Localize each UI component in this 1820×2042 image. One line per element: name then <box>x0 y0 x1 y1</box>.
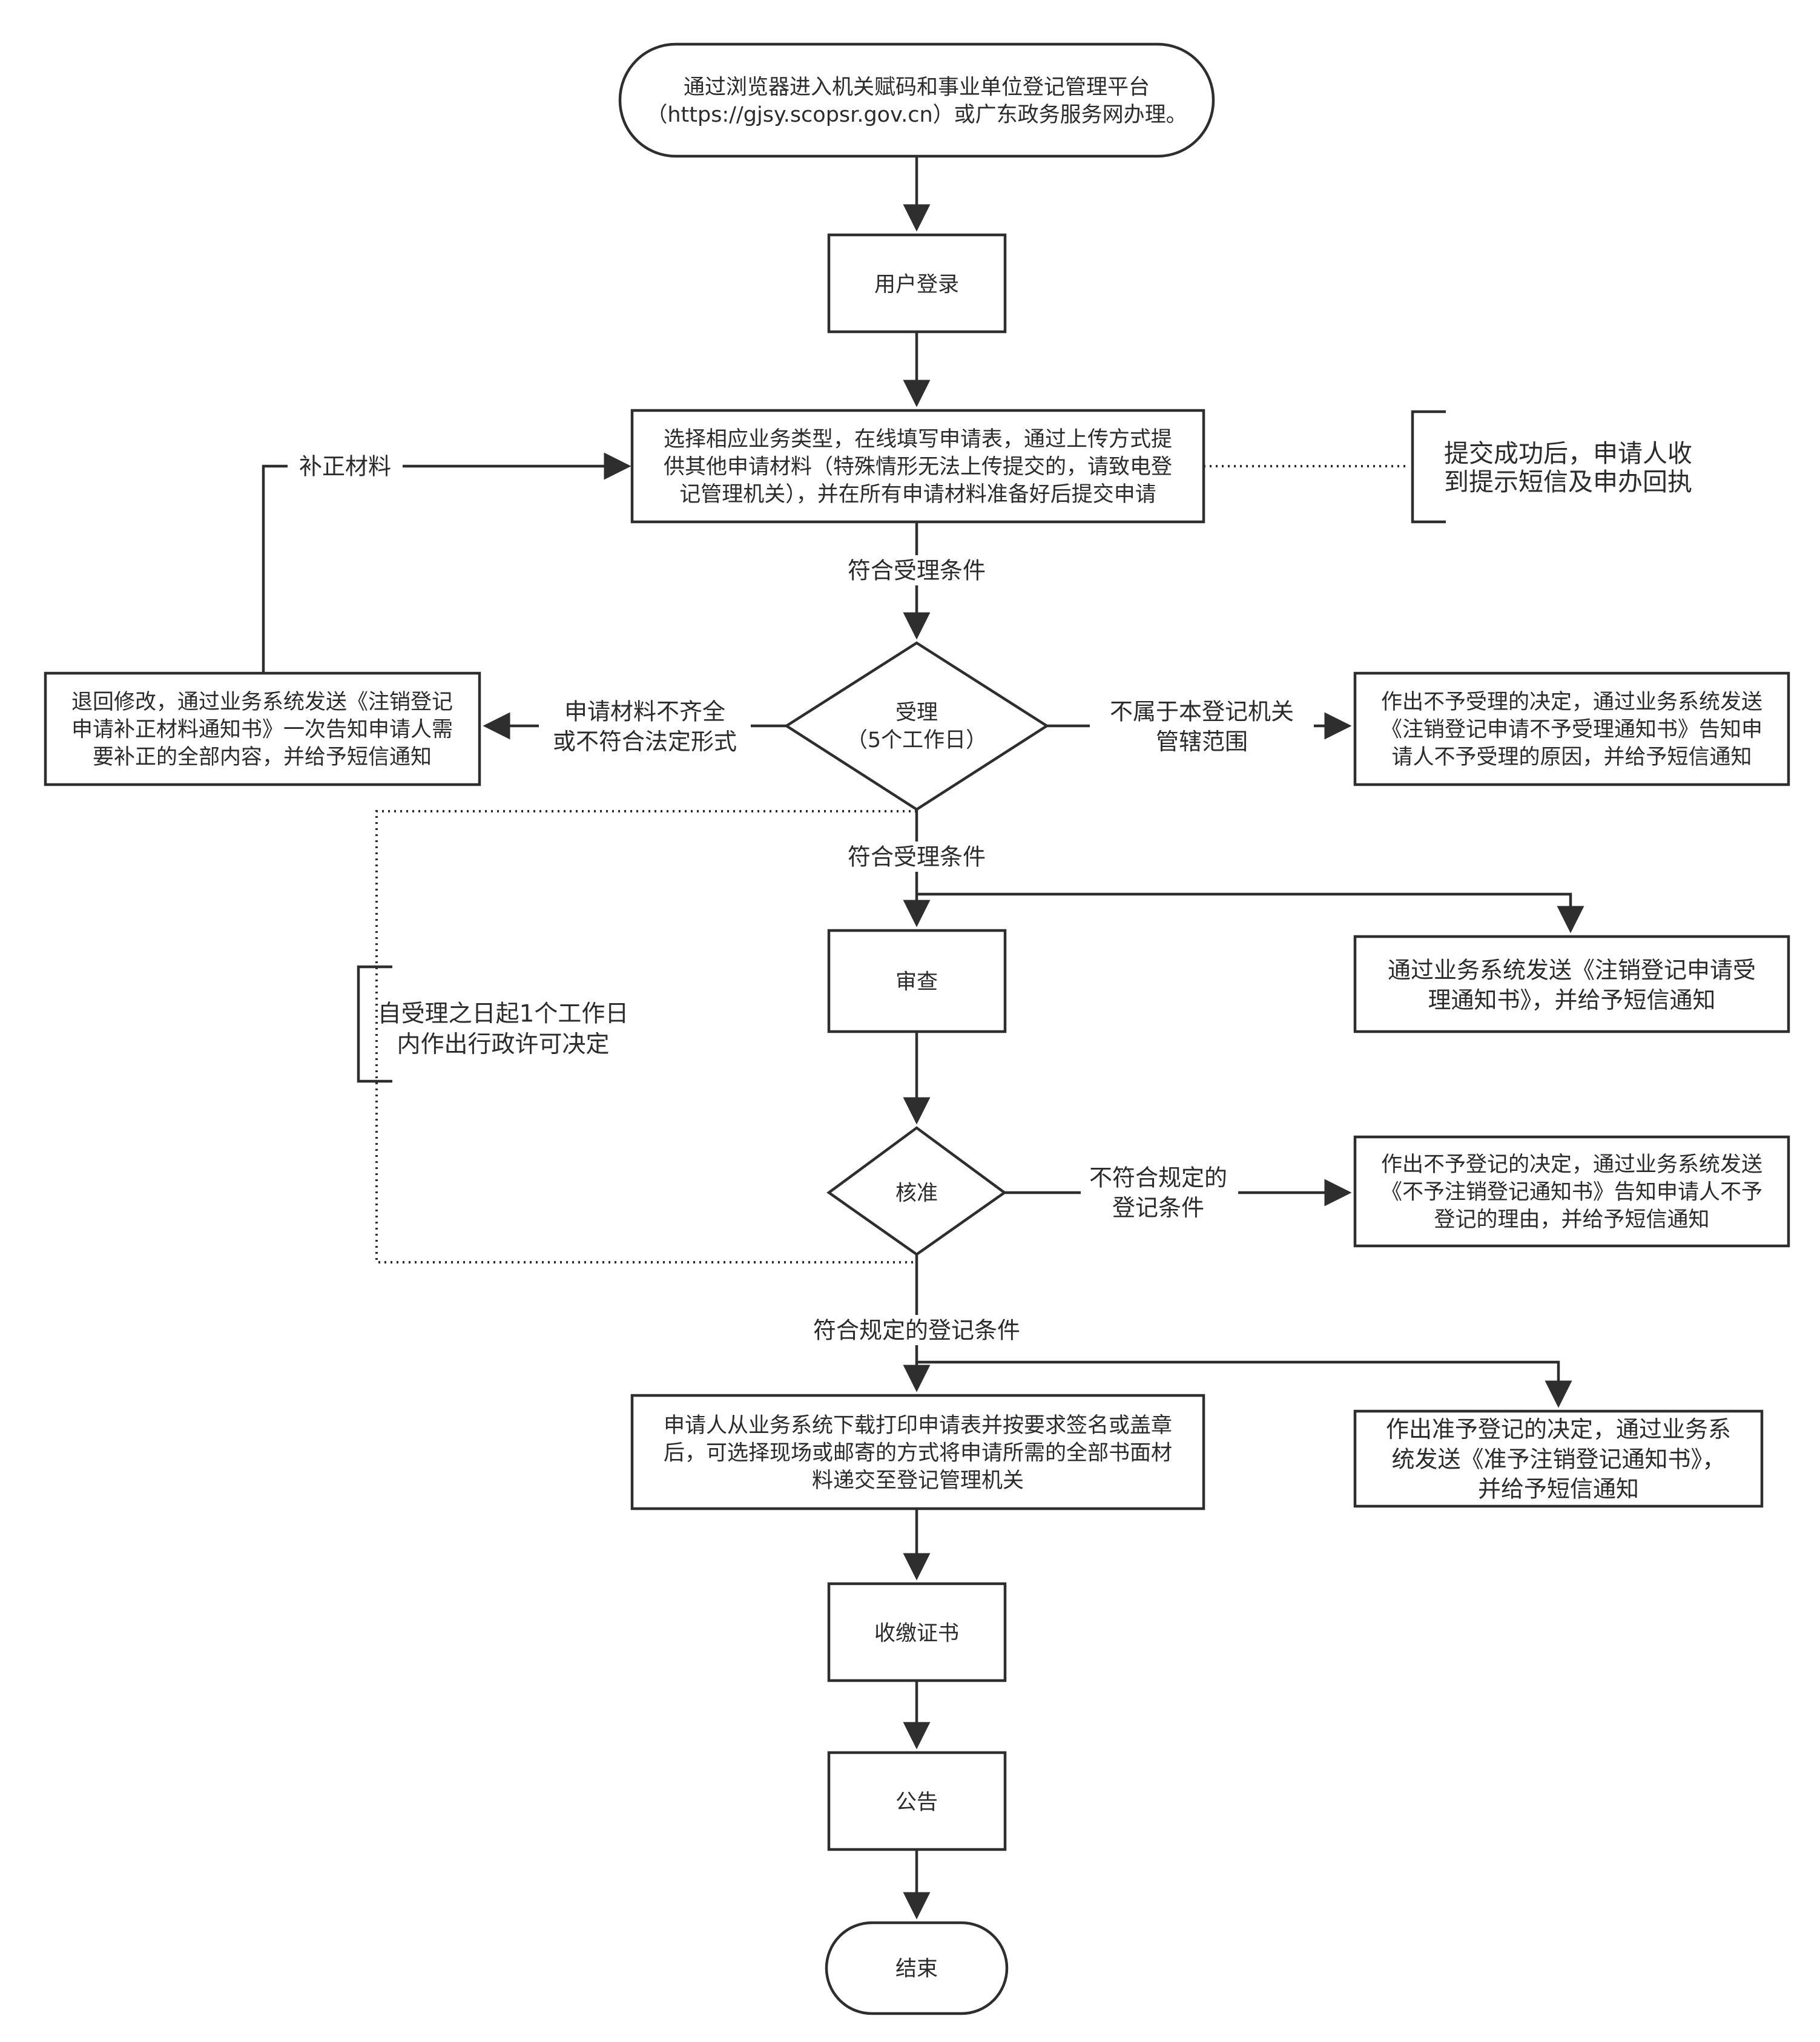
deny-registration-box <box>1353 1135 1790 1248</box>
collect-certificate-text: 收缴证书 <box>874 1621 959 1645</box>
review-box <box>827 929 1007 1033</box>
reject-acceptance-text-line: 请人不予受理的原因，并给予短信通知 <box>1391 745 1752 769</box>
start-text-line: 通过浏览器进入机关赋码和事业单位登记管理平台 <box>684 76 1150 100</box>
deny-registration-text: 作出不予登记的决定，通过业务系统发送《不予注销登记通知书》告知申请人不予登记的理… <box>1381 1153 1762 1232</box>
edge-branch-grant-registration <box>917 1360 1572 1408</box>
time-limit-text: 自受理之日起1个工作日内作出行政许可决定 <box>378 1000 629 1058</box>
submit-note-text: 提交成功后，申请人收到提示短信及申办回执 <box>1444 439 1692 496</box>
edge-supplement-loop <box>262 452 631 673</box>
acceptance-notice-text-line: 通过业务系统发送《注销登记申请受 <box>1388 957 1756 984</box>
deny-registration-text-line: 登记的理由，并给予短信通知 <box>1434 1208 1709 1232</box>
incomplete-materials-label-line: 申请材料不齐全 <box>564 699 725 725</box>
time-limit-text-line: 自受理之日起1个工作日 <box>378 1000 629 1027</box>
not-meet-conditions-label: 不符合规定的登记条件 <box>1089 1165 1227 1221</box>
incomplete-materials-label-line: 或不符合法定形式 <box>553 728 737 755</box>
submit-note-bracket <box>1411 410 1446 524</box>
collect-certificate-text-line: 收缴证书 <box>874 1621 959 1645</box>
deny-registration-text-line: 《不予注销登记通知书》告知申请人不予 <box>1381 1180 1762 1204</box>
announce-box <box>827 1751 1007 1851</box>
accept-text-line: 受理 <box>895 701 938 725</box>
accept-text: 受理 （5个工作日） <box>846 701 987 753</box>
fill-form-text-line: 选择相应业务类型，在线填写申请表，通过上传方式提 <box>664 427 1172 452</box>
incomplete-materials-label: 申请材料不齐全或不符合法定形式 <box>553 699 737 755</box>
not-meet-conditions-label-line: 不符合规定的 <box>1089 1165 1227 1191</box>
deny-registration-text-line: 作出不予登记的决定，通过业务系统发送 <box>1381 1153 1762 1177</box>
fill-form-text: 选择相应业务类型，在线填写申请表，通过上传方式提供其他申请材料（特殊情形无法上传… <box>664 427 1172 507</box>
dotted-time-limit-range <box>375 810 917 1263</box>
login-text: 用户登录 <box>874 272 959 297</box>
meets-acceptance-label-2: 符合受理条件 <box>848 843 986 870</box>
out-of-jurisdiction-label-line: 管辖范围 <box>1156 728 1248 755</box>
shapes <box>44 42 1790 2015</box>
acceptance-notice-text-line: 理通知书》，并给予短信通知 <box>1428 987 1715 1013</box>
edge-label-texts: 补正材料 符合受理条件 申请材料不齐全或不符合法定形式 不属于本登记机关管辖范围… <box>299 453 1294 1343</box>
end-terminator <box>825 1921 1009 2015</box>
supplement-notice-box <box>44 671 481 786</box>
start-text-line: （https://gjsy.scopsr.gov.cn）或广东政务服务网办理。 <box>646 103 1187 127</box>
meets-acceptance-label-2-line: 符合受理条件 <box>848 843 986 870</box>
print-submit-text-line: 申请人从业务系统下载打印申请表并按要求签名或盖章 <box>664 1414 1172 1438</box>
approve-text-line: 核准 <box>895 1181 938 1205</box>
submit-note-text-line: 到提示短信及申办回执 <box>1444 467 1692 496</box>
grant-registration-text-line: 作出准予登记的决定，通过业务系 <box>1386 1416 1731 1443</box>
end-text-line: 结束 <box>895 1957 938 1981</box>
accept-text-line: （5个工作日） <box>846 728 987 753</box>
fill-form-text-line: 记管理机关），并在所有申请材料准备好后提交申请 <box>679 483 1156 507</box>
print-submit-text-line: 后，可选择现场或邮寄的方式将申请所需的全部书面材 <box>664 1441 1172 1465</box>
supplement-notice-text-line: 退回修改，通过业务系统发送《注销登记 <box>71 690 453 714</box>
end-text: 结束 <box>895 1957 938 1981</box>
meets-registration-label-line: 符合规定的登记条件 <box>813 1317 1020 1343</box>
not-meet-conditions-label-line: 登记条件 <box>1112 1194 1204 1221</box>
out-of-jurisdiction-label-line: 不属于本登记机关 <box>1110 699 1294 725</box>
acceptance-notice-box <box>1353 935 1790 1033</box>
print-submit-text: 申请人从业务系统下载打印申请表并按要求签名或盖章后，可选择现场或邮寄的方式将申请… <box>664 1414 1172 1493</box>
print-submit-text-line: 料递交至登记管理机关 <box>812 1469 1024 1493</box>
collect-certificate-box <box>827 1582 1007 1682</box>
supplement-notice-text-line: 申请补正材料通知书》一次告知申请人需 <box>71 717 453 742</box>
approve-text: 核准 <box>895 1181 938 1205</box>
print-submit-box <box>630 1394 1205 1510</box>
start-text: 通过浏览器进入机关赋码和事业单位登记管理平台 （https://gjsy.scop… <box>646 76 1187 128</box>
meets-acceptance-label-1: 符合受理条件 <box>848 557 986 584</box>
node-texts: 通过浏览器进入机关赋码和事业单位登记管理平台 （https://gjsy.scop… <box>71 76 1762 1981</box>
approve-diamond <box>826 1126 1007 1256</box>
reject-acceptance-text-line: 作出不予受理的决定，通过业务系统发送 <box>1381 690 1762 714</box>
acceptance-notice-text: 通过业务系统发送《注销登记申请受理通知书》，并给予短信通知 <box>1388 957 1756 1013</box>
review-text: 审查 <box>895 970 938 994</box>
grant-registration-text-line: 并给予短信通知 <box>1478 1476 1639 1503</box>
reject-acceptance-text: 作出不予受理的决定，通过业务系统发送《注销登记申请不予受理通知书》告知申请人不予… <box>1381 690 1762 769</box>
fill-form-text-line: 供其他申请材料（特殊情形无法上传提交的，请致电登 <box>664 455 1172 479</box>
review-text-line: 审查 <box>895 970 938 994</box>
reject-acceptance-box <box>1353 671 1790 786</box>
reject-acceptance-text-line: 《注销登记申请不予受理通知书》告知申 <box>1381 717 1762 742</box>
submit-note-text-line: 提交成功后，申请人收 <box>1444 439 1692 468</box>
announce-text: 公告 <box>895 1790 938 1814</box>
grant-registration-text-line: 统发送《准予注销登记通知书》， <box>1391 1446 1725 1472</box>
time-limit-bracket <box>357 965 392 1083</box>
meets-registration-label: 符合规定的登记条件 <box>813 1317 1020 1343</box>
edge-label-backgrounds <box>288 451 1314 1345</box>
grant-registration-text: 作出准予登记的决定，通过业务系统发送《准予注销登记通知书》， 并给予短信通知 <box>1386 1416 1731 1503</box>
supplement-notice-text: 退回修改，通过业务系统发送《注销登记申请补正材料通知书》一次告知申请人需要补正的… <box>71 690 453 769</box>
start-terminator <box>618 42 1215 158</box>
supplement-materials-label: 补正材料 <box>299 453 391 479</box>
meets-acceptance-label-1-line: 符合受理条件 <box>848 557 986 584</box>
supplement-materials-label-line: 补正材料 <box>299 453 391 479</box>
login-text-line: 用户登录 <box>874 272 959 297</box>
login-box <box>827 233 1007 334</box>
announce-text-line: 公告 <box>895 1790 938 1814</box>
out-of-jurisdiction-label: 不属于本登记机关管辖范围 <box>1110 699 1294 755</box>
edge-branch-acceptance-notice <box>917 892 1584 934</box>
time-limit-text-line: 内作出行政许可决定 <box>397 1031 609 1058</box>
supplement-notice-text-line: 要补正的全部内容，并给予短信通知 <box>93 745 432 769</box>
accept-diamond <box>783 641 1050 811</box>
fill-form-box <box>630 409 1205 524</box>
grant-registration-box <box>1353 1409 1764 1508</box>
